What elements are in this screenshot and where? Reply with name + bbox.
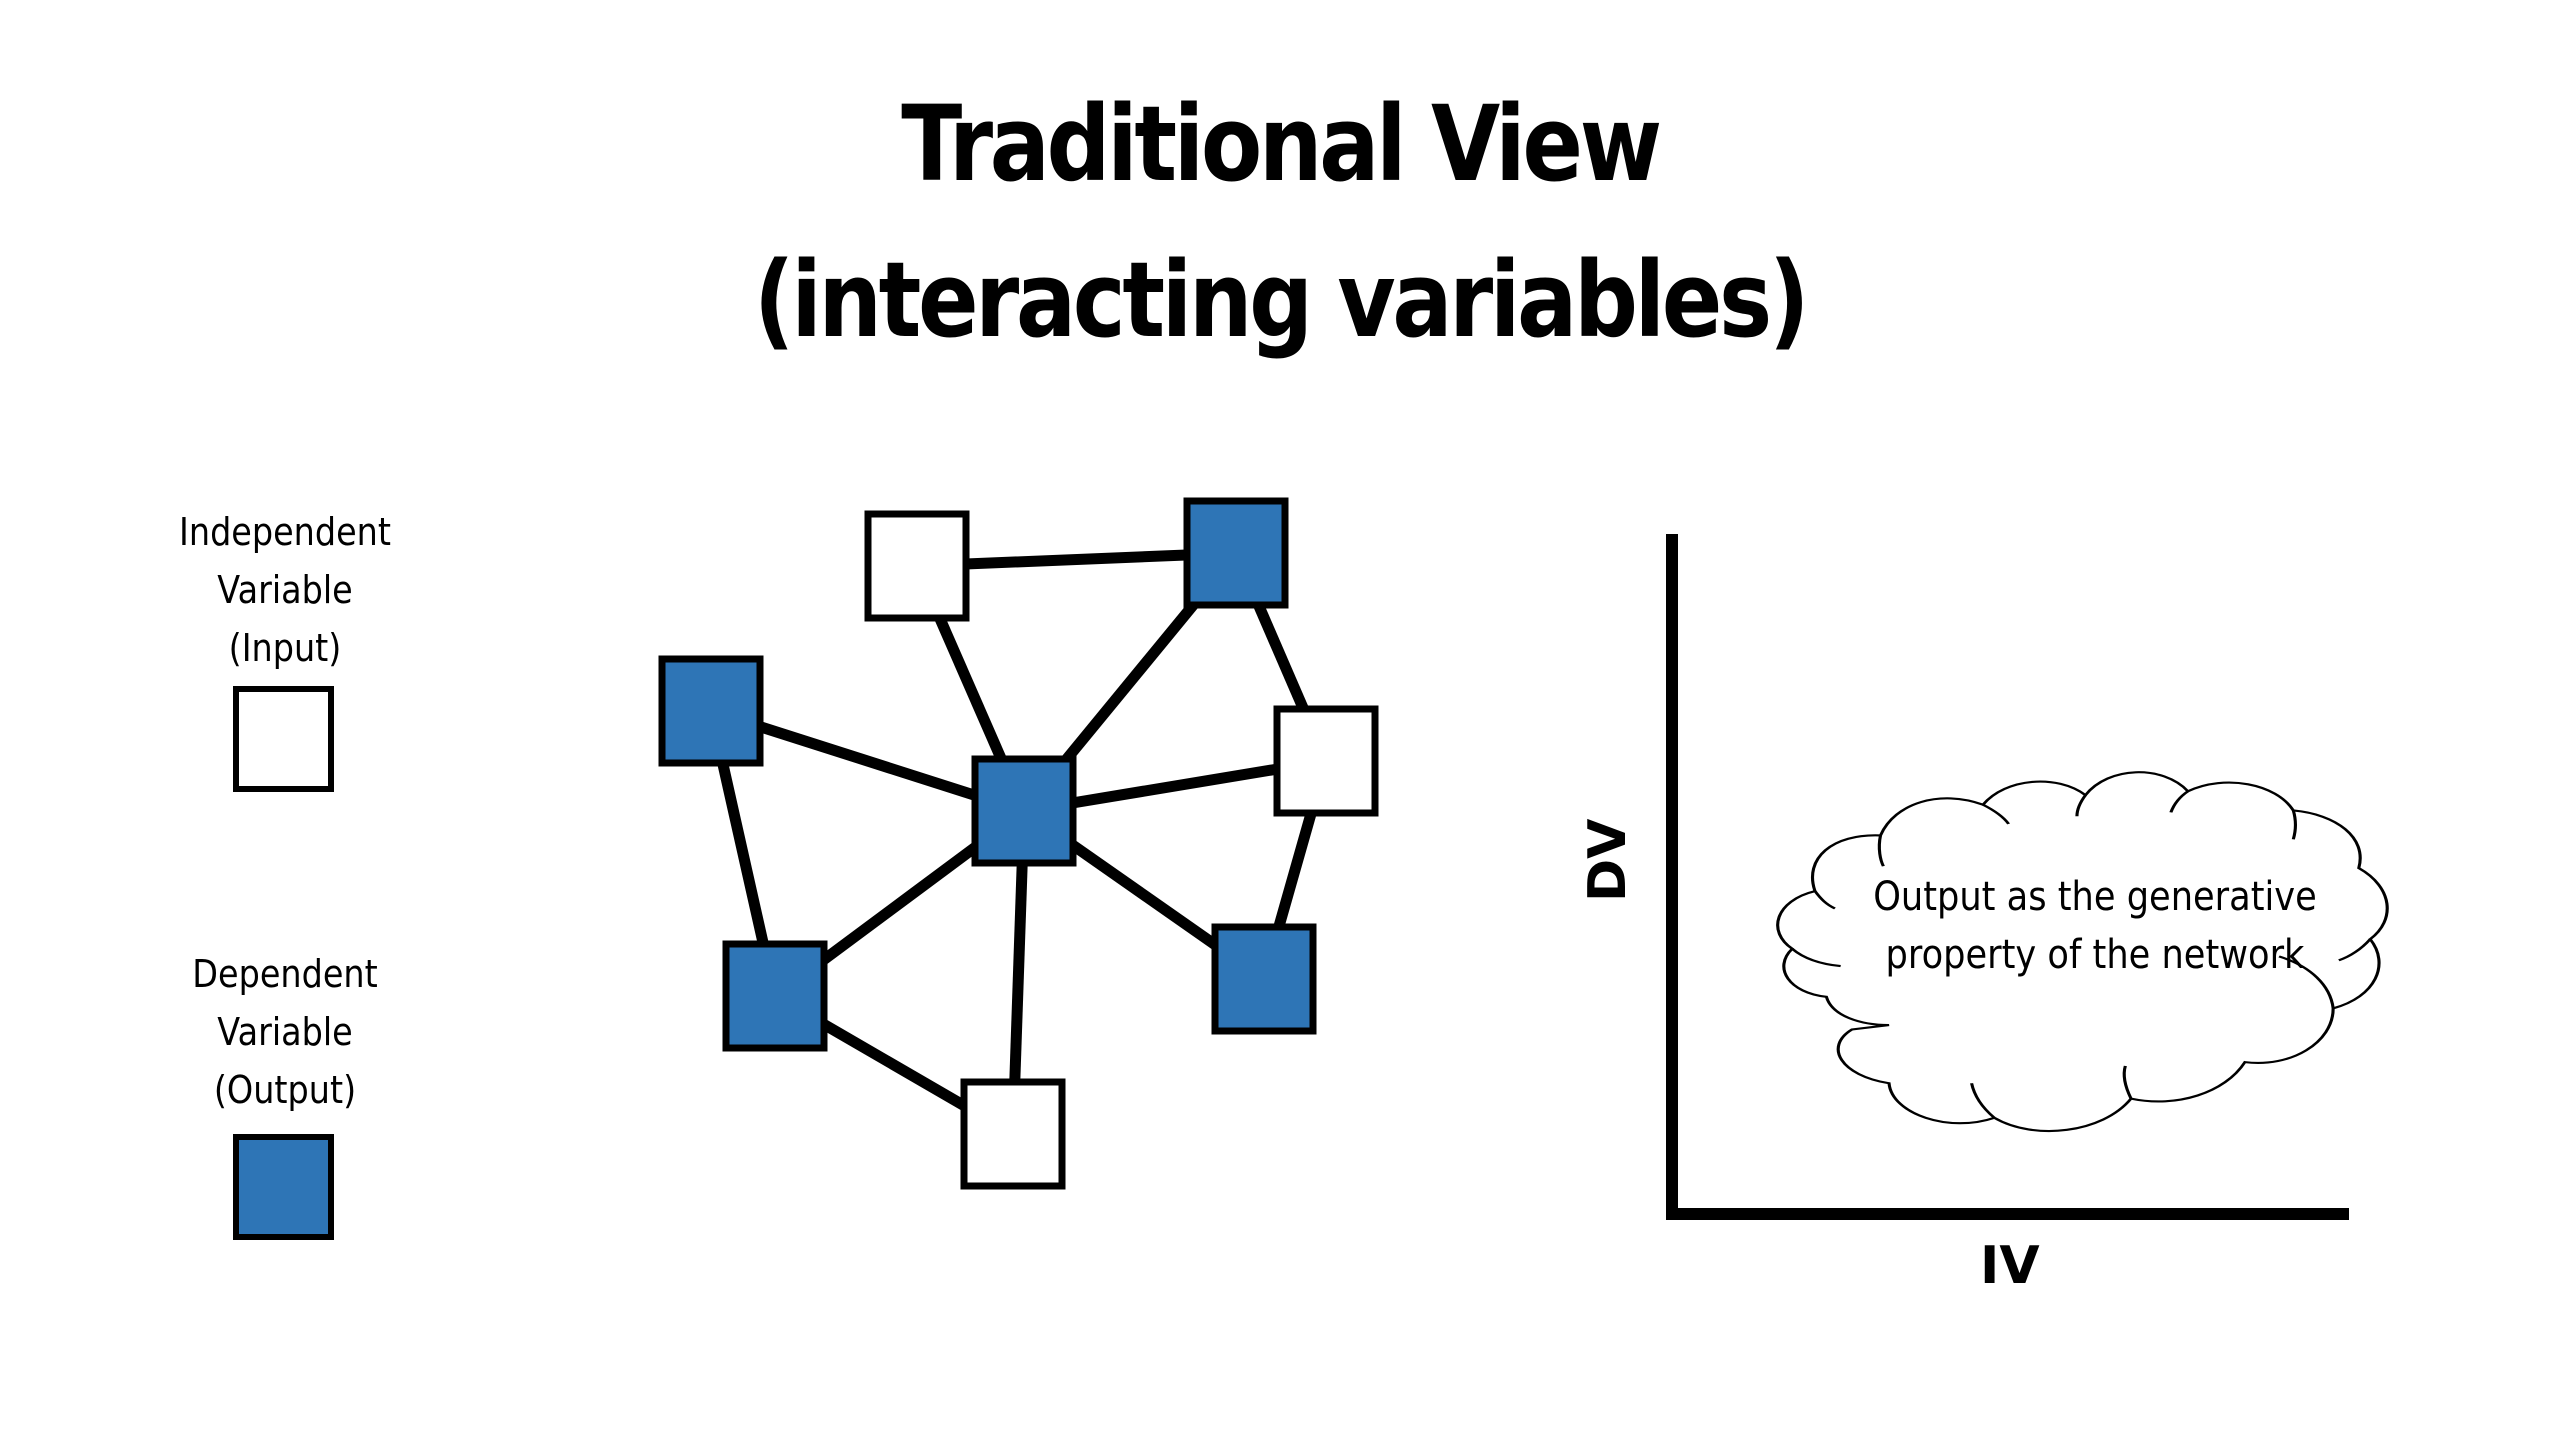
edge-top-input-to-top-right-output xyxy=(916,547,1237,572)
legend-independent-line-1: Independent xyxy=(179,510,391,554)
legend-dependent-label: Dependent Variable (Output) xyxy=(171,945,400,1119)
node-center-output xyxy=(971,755,1077,867)
x-axis-label: IV xyxy=(1980,1236,2040,1296)
legend-dependent-swatch xyxy=(233,1134,334,1240)
node-left-output xyxy=(658,655,764,767)
node-top-right-output xyxy=(1183,497,1289,609)
legend-dependent-line-3: (Output) xyxy=(213,1068,357,1112)
node-bottom-input xyxy=(960,1078,1066,1190)
node-bottom-right-output xyxy=(1211,923,1317,1035)
node-bottom-left-output xyxy=(722,940,828,1052)
cloud-text-line-1: Output as the generative xyxy=(1873,874,2317,920)
y-axis-label: DV xyxy=(1578,818,1638,902)
legend-independent-swatch xyxy=(233,686,334,792)
cloud-shape xyxy=(1776,771,2389,1133)
legend-independent-label: Independent Variable (Input) xyxy=(171,503,400,677)
cloud-text-line-2: property of the network xyxy=(1885,932,2305,978)
legend-dependent-line-1: Dependent xyxy=(192,952,378,996)
legend-independent-line-2: Variable xyxy=(217,568,353,612)
slide-title-line-1: Traditional View xyxy=(901,83,1662,205)
cloud-text: Output as the generative property of the… xyxy=(1835,868,2354,984)
node-top-input xyxy=(864,510,970,622)
network-nodes xyxy=(658,497,1379,1190)
slide-title-line-2: (interacting variables) xyxy=(753,239,1810,361)
legend-independent-line-3: (Input) xyxy=(228,626,342,670)
legend-dependent-line-2: Variable xyxy=(217,1010,353,1054)
node-right-input xyxy=(1273,705,1379,817)
